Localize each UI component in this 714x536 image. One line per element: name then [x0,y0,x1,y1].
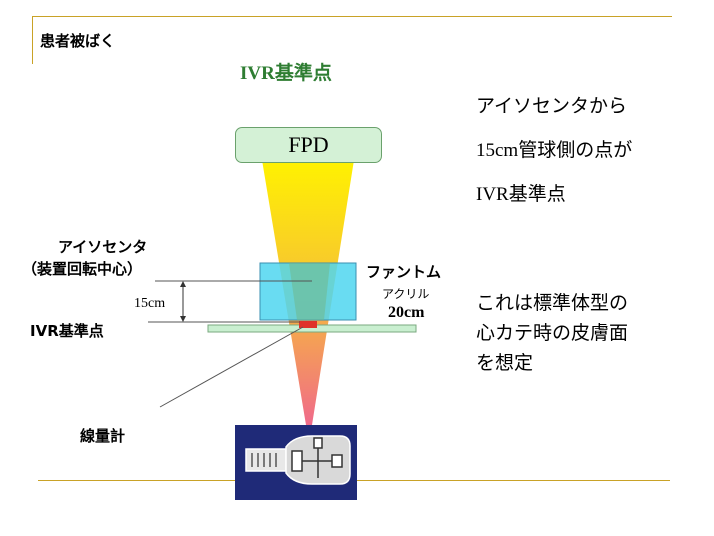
phantom-label: ファントム [366,263,442,281]
ivr-reference-marker [299,321,317,328]
dosimeter-leader [159,326,304,408]
page-title: IVR基準点 [240,63,332,84]
header-rule-left [32,16,33,64]
note-line-2: 15cm管球側の点が [476,140,633,161]
arrow-head-up [180,281,186,287]
dosimeter-label: 線量計 [80,427,126,445]
note-line-4: これは標準体型の [476,292,629,314]
fpd-detector: FPD [235,127,382,163]
fpd-label: FPD [288,132,329,157]
phantom-thickness: 20cm [388,304,425,321]
beam-overlap [289,263,330,320]
distance-label: 15cm [134,296,166,311]
ivr-ref-label: IVR基準点 [30,322,104,340]
section-title: 患者被ばく [40,32,116,50]
note-line-5: 心カテ時の皮膚面 [476,322,629,344]
header-rule-top [32,16,672,17]
xray-tube-icon [245,435,351,485]
isocenter-sub-label: （装置回転中心） [22,260,143,278]
phantom-material: アクリル [382,287,430,301]
note-line-3: IVR基準点 [476,184,566,205]
arrow-head-down [180,316,186,322]
note-line-6: を想定 [476,352,534,374]
note-line-1: アイソセンタから [476,95,628,117]
isocenter-label: アイソセンタ [58,238,148,256]
